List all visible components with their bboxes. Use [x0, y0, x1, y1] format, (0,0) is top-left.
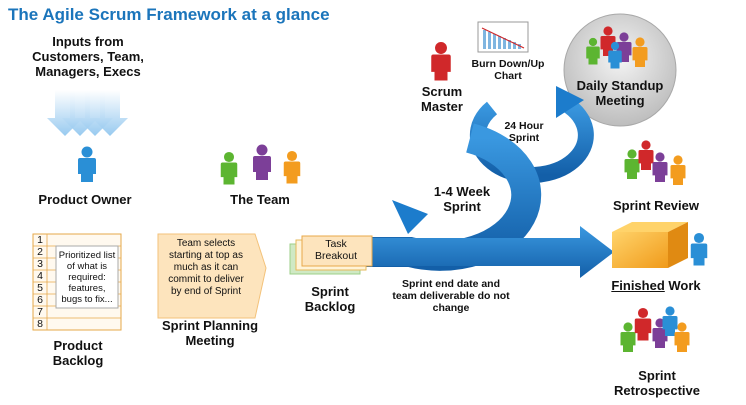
sprint-length-label: 1-4 Week Sprint: [433, 184, 491, 214]
sprint-review-team-icon: [624, 140, 686, 185]
backlog-row-5: 5: [37, 282, 43, 294]
planning-note-shape: [157, 233, 267, 319]
planning-note: Team selects starting at top as much as …: [168, 238, 244, 297]
scrum-master-label: Scrum Master: [421, 84, 463, 114]
daily-standup-circle: [563, 13, 677, 127]
page-title: The Agile Scrum Framework at a glance: [8, 5, 330, 24]
sprint-end-note: Sprint end date and team deliverable do …: [392, 278, 510, 314]
finished-work-box: [612, 222, 708, 268]
24-hour-label: 24 Hour Sprint: [504, 120, 544, 144]
finished-work-label: Finished Work: [596, 278, 716, 293]
input-funnel-arrows: [47, 90, 128, 136]
sprint-backlog-cards: [289, 235, 373, 275]
sprint-retro-label: Sprint Retrospective: [614, 368, 700, 398]
team-label: The Team: [230, 192, 290, 207]
team-icon: [220, 144, 301, 185]
sprint-retro-team-icon: [620, 306, 690, 352]
burn-chart-icon: [477, 21, 529, 53]
backlog-row-8: 8: [37, 318, 43, 330]
product-backlog-label: Product Backlog: [52, 338, 104, 368]
finished-underlined: Finished: [611, 278, 665, 293]
backlog-row-4: 4: [37, 270, 43, 282]
task-breakout-label: Task Breakout: [314, 238, 358, 262]
daily-standup-label: Daily Standup Meeting: [576, 78, 664, 108]
burn-chart-label: Burn Down/Up Chart: [471, 58, 545, 82]
sprint-loop-arrow: [340, 123, 614, 278]
scrum-master-icon: [431, 42, 451, 81]
finished-rest: Work: [664, 278, 701, 293]
sprint-review-label: Sprint Review: [613, 198, 699, 213]
backlog-row-7: 7: [37, 306, 43, 318]
backlog-row-6: 6: [37, 294, 43, 306]
product-backlog-list: [32, 233, 122, 331]
product-owner-label: Product Owner: [38, 192, 132, 207]
backlog-row-3: 3: [37, 258, 43, 270]
backlog-row-2: 2: [37, 246, 43, 258]
product-owner-icon: [78, 146, 96, 182]
backlog-row-1: 1: [37, 234, 43, 246]
backlog-note: Prioritized list of what is required: fe…: [58, 250, 116, 305]
sprint-backlog-label: Sprint Backlog: [304, 284, 356, 314]
planning-meeting-label: Sprint Planning Meeting: [161, 318, 259, 348]
inputs-label: Inputs from Customers, Team, Managers, E…: [32, 34, 144, 79]
